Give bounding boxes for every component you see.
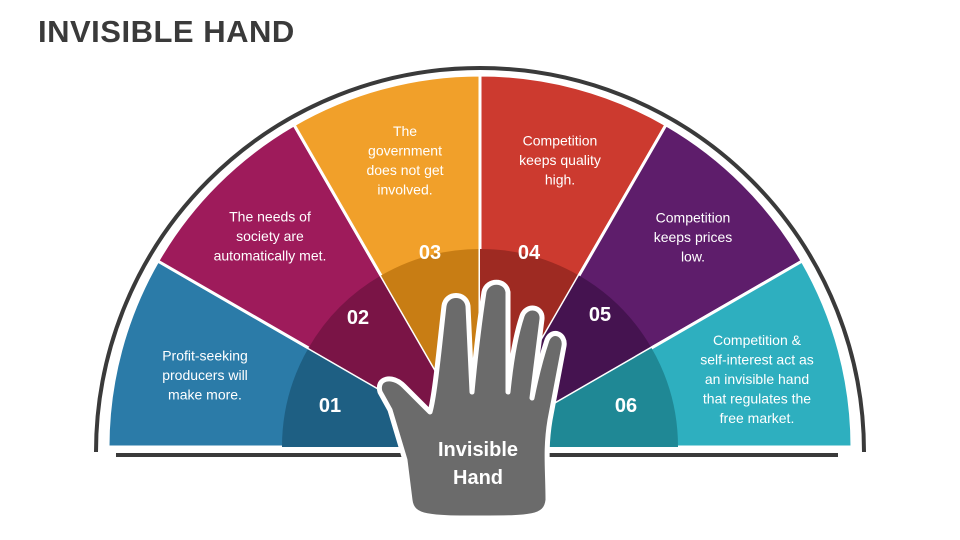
- segment-06-number: 06: [615, 395, 637, 417]
- segment-03-number: 03: [419, 242, 441, 264]
- segment-01-text: Profit-seeking producers will make more.: [162, 348, 248, 403]
- segment-05-text: Competition keeps prices low.: [654, 210, 733, 265]
- segment-01-text-line: producers will: [162, 367, 248, 383]
- segment-03-text-line: does not get: [366, 162, 443, 178]
- segment-03-text-line: government: [368, 142, 442, 158]
- segment-04-text-line: Competition: [523, 133, 598, 149]
- hand-label-line-1: Invisible: [438, 439, 518, 461]
- segment-06-text-line: self-interest act as: [700, 352, 814, 368]
- segment-04-text: Competition keeps quality high.: [519, 133, 601, 188]
- hand-icon: Invisible Hand: [376, 279, 567, 521]
- segment-05-number: 05: [589, 304, 611, 326]
- segment-02-text-line: automatically met.: [214, 248, 327, 264]
- segment-03-text-line: The: [393, 123, 417, 139]
- hand-shape: [376, 279, 567, 521]
- segment-01-text-line: make more.: [168, 387, 242, 403]
- page-title: INVISIBLE HAND: [38, 14, 295, 49]
- segment-04-number: 04: [518, 242, 541, 264]
- segment-02-text-line: society are: [236, 228, 304, 244]
- segment-04-text-line: keeps quality: [519, 152, 601, 168]
- segment-06-text: Competition & self-interest act as an invi…: [700, 332, 814, 426]
- outer-arc: [94, 66, 866, 453]
- segment-03-text-line: involved.: [377, 181, 432, 197]
- segment-06-text-line: free market.: [720, 410, 795, 426]
- segment-02: The needs of society are automatically met…: [155, 122, 485, 452]
- hand-label-line-2: Hand: [453, 467, 503, 489]
- segment-02-text-line: The needs of: [229, 209, 311, 225]
- segment-06-text-line: an invisible hand: [705, 371, 809, 387]
- segment-05-text-line: Competition: [656, 210, 731, 226]
- segment-03-text: The government does not get involved.: [366, 123, 443, 198]
- segment-06-text-line: Competition &: [713, 332, 802, 348]
- segment-02-text: The needs of society are automatically met…: [214, 209, 327, 264]
- segment-04-text-line: high.: [545, 172, 575, 188]
- segment-01-number: 01: [319, 395, 341, 417]
- segment-01-text-line: Profit-seeking: [162, 348, 248, 364]
- segment-02-number: 02: [347, 307, 369, 329]
- segment-05-text-line: low.: [681, 249, 705, 265]
- segment-05-text-line: keeps prices: [654, 229, 733, 245]
- segment-06-text-line: that regulates the: [703, 391, 811, 407]
